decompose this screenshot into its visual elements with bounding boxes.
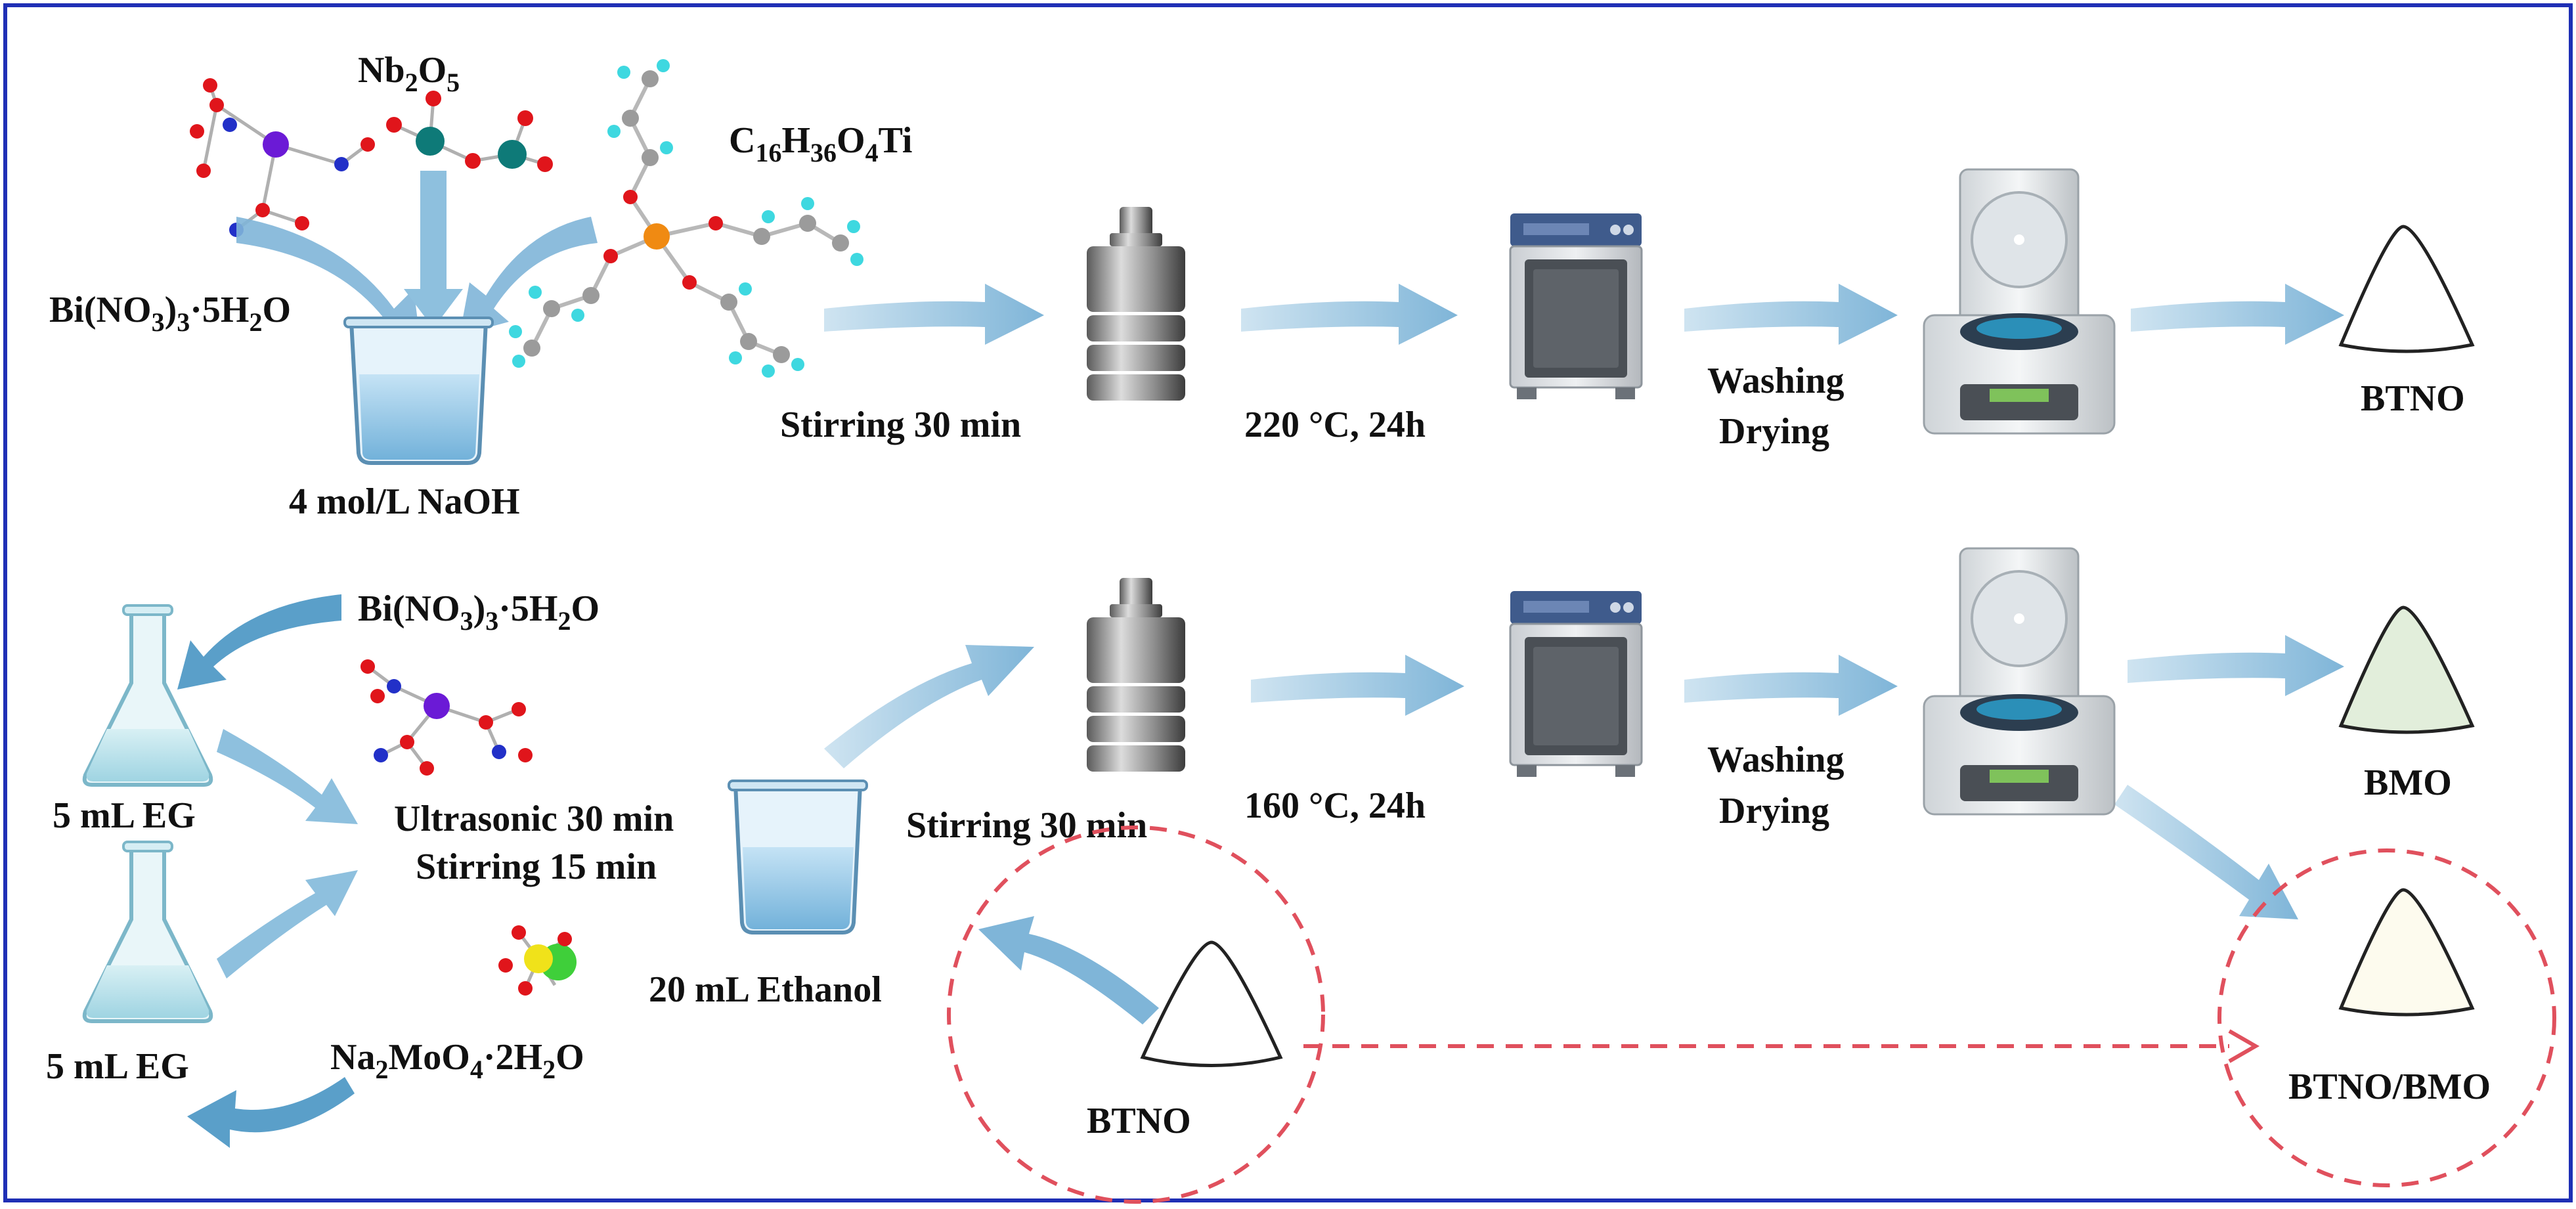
arrow-bi-to-flask [177, 594, 341, 690]
arrow-top-3 [1684, 284, 1898, 345]
label-flask-2: 5 mL EG [46, 1046, 189, 1087]
label-bmo: BMO [2364, 762, 2452, 803]
arrow-bottom-1 [824, 645, 1034, 768]
powder-btno-top-icon [2338, 225, 2475, 353]
label-stirring-15: Stirring 15 min [416, 846, 657, 887]
arrow-bottom-5 [2114, 785, 2298, 919]
arrow-bottom-2 [1251, 655, 1464, 716]
flask-icon-2 [82, 841, 213, 1023]
arrow-btno-to-beaker [978, 916, 1159, 1024]
centrifuge-icon-top [1923, 168, 2116, 435]
centrifuge-icon-bottom [1923, 547, 2116, 816]
label-top-btno: BTNO [2361, 378, 2465, 419]
bi-nitrate-molecule-icon [190, 78, 375, 237]
label-nb2o5: Nb2O5 [358, 50, 460, 97]
diagram-frame [3, 3, 2573, 1202]
label-naoh: 4 mol/L NaOH [289, 481, 520, 522]
powder-btno-added-icon [1140, 940, 1283, 1067]
dashed-circle-btno [947, 825, 1325, 1204]
label-c16h36o4ti: C16H36O4Ti [729, 120, 912, 167]
label-bi-nitrate-top: Bi(NO3)3·5H2O [49, 290, 291, 337]
label-bottom-washing: Washing [1707, 739, 1845, 780]
dashed-circle-composite [2217, 848, 2556, 1187]
oven-icon-bottom [1509, 591, 1643, 777]
powder-composite-icon [2338, 888, 2475, 1017]
autoclave-icon-bottom [1087, 578, 1185, 772]
arrow-nb-to-beaker [404, 171, 463, 328]
arrow-ti-to-beaker [460, 217, 598, 335]
arrow-bottom-3 [1684, 655, 1898, 716]
arrow-flask1-to-mix [217, 729, 358, 824]
label-bottom-drying: Drying [1719, 791, 1829, 831]
beaker-naoh-icon [343, 317, 494, 465]
bi-nitrate-molecule-bottom-icon [360, 659, 533, 776]
arrow-top-1 [824, 284, 1044, 345]
arrow-bi-to-beaker [236, 217, 420, 341]
sodium-molybdate-molecule-icon [498, 925, 577, 996]
label-bottom-stirring: Stirring 30 min [906, 805, 1147, 846]
autoclave-icon-top [1087, 207, 1185, 401]
label-composite: BTNO/BMO [2288, 1066, 2491, 1107]
arrow-na-to-flask [187, 1077, 355, 1148]
arrow-top-2 [1241, 284, 1458, 345]
arrow-bottom-4 [2128, 635, 2344, 696]
nb2o5-molecule-icon [386, 91, 553, 172]
label-flask-1: 5 mL EG [53, 795, 196, 836]
arrow-top-4 [2131, 284, 2344, 345]
label-top-stirring: Stirring 30 min [780, 405, 1021, 445]
flask-icon-1 [82, 604, 213, 787]
label-btno-added: BTNO [1087, 1101, 1191, 1141]
oven-icon-top [1509, 213, 1643, 399]
arrow-flask2-to-mix [217, 870, 358, 978]
powder-bmo-icon [2338, 605, 2475, 734]
label-top-drying: Drying [1719, 411, 1829, 452]
label-bottom-temp: 160 °C, 24h [1244, 785, 1426, 826]
titanium-butoxide-molecule-icon [509, 59, 863, 378]
label-top-washing: Washing [1707, 361, 1845, 401]
label-bi-nitrate-bottom: Bi(NO3)3·5H2O [358, 588, 600, 636]
label-ethanol: 20 mL Ethanol [649, 969, 882, 1010]
label-ultrasonic: Ultrasonic 30 min [394, 799, 674, 839]
beaker-ethanol-icon [728, 780, 868, 934]
dashed-arrowhead [2228, 1029, 2260, 1063]
label-top-temp: 220 °C, 24h [1244, 405, 1426, 445]
label-na2moo4: Na2MoO4·2H2O [330, 1037, 584, 1084]
